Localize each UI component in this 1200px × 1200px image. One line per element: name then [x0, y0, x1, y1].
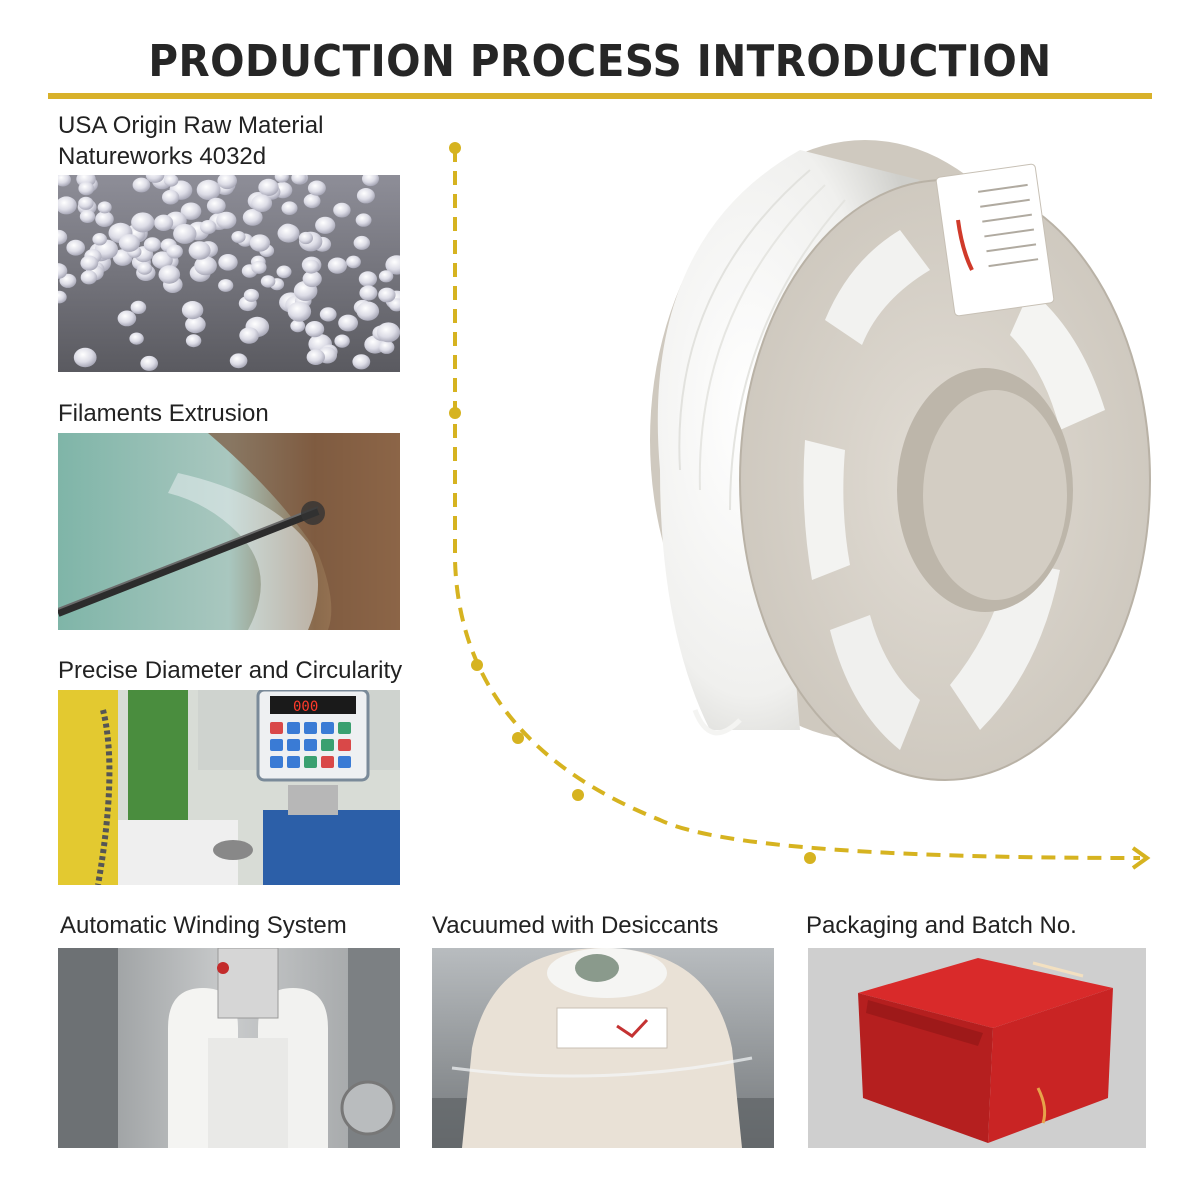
- pellets-photo: [58, 175, 400, 372]
- step-label-vacuum: Vacuumed with Desiccants: [432, 912, 719, 939]
- step-label-diameter: Precise Diameter and Circularity: [58, 657, 403, 684]
- flow-dot: [471, 659, 483, 671]
- flow-dot: [449, 407, 461, 419]
- flow-dot: [572, 789, 584, 801]
- title-underline: [48, 93, 1152, 99]
- flow-dot: [804, 852, 816, 864]
- step-label-raw-material: USA Origin Raw Material Natureworks 4032…: [58, 110, 323, 172]
- flow-arrow-icon: [1131, 846, 1151, 870]
- gauge-readout: 000: [293, 699, 318, 715]
- vacuum-bag-photo: [432, 948, 774, 1148]
- packaging-photo: [808, 948, 1146, 1148]
- flow-dot: [449, 142, 461, 154]
- step-label-line: USA Origin Raw Material: [58, 112, 324, 139]
- step-label-line: Natureworks 4032d: [58, 143, 267, 170]
- step-label-extrusion: Filaments Extrusion: [58, 400, 269, 427]
- step-label-packaging: Packaging and Batch No.: [806, 912, 1077, 939]
- step-label-winding: Automatic Winding System: [60, 912, 347, 939]
- filament-spool-photo: [650, 140, 1151, 781]
- flow-dot: [512, 732, 524, 744]
- winding-photo: [58, 948, 400, 1148]
- diameter-gauge-photo: 000: [58, 690, 400, 885]
- page-title: PRODUCTION PROCESS INTRODUCTION: [148, 36, 1052, 87]
- extrusion-photo: [58, 433, 400, 630]
